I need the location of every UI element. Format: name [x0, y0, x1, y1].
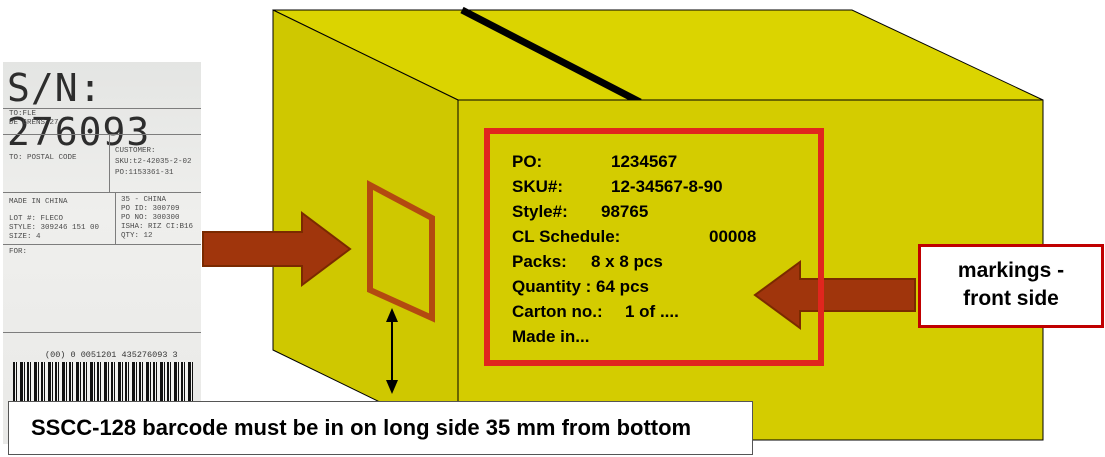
- front-markings-panel: PO: 1234567 SKU#: 12-34567-8-90 Style#: …: [484, 128, 824, 366]
- label-line: PO:1153361-31: [115, 169, 174, 177]
- label-line: PO ID: 300709: [121, 205, 180, 213]
- barcode-placement-note: SSCC-128 barcode must be in on long side…: [8, 401, 753, 455]
- label-divider: [3, 108, 201, 109]
- sku-row: SKU#: 12-34567-8-90: [512, 177, 723, 197]
- front-side-callout: markings - front side: [918, 244, 1104, 328]
- label-line: ISHA: RIZ CI:B16: [121, 223, 194, 231]
- measure-arrow-head-top: [386, 308, 398, 322]
- sku-label: SKU#:: [512, 177, 564, 196]
- schedule-value: 00008: [709, 227, 757, 246]
- packs-label: Packs:: [512, 252, 567, 271]
- schedule-row: CL Schedule: 00008: [512, 227, 756, 247]
- label-line: MADE IN CHINA: [9, 198, 68, 206]
- style-label: Style#:: [512, 202, 568, 221]
- made-in-row: Made in...: [512, 327, 590, 346]
- style-value: 98765: [601, 202, 649, 221]
- label-line: STYLE: 309246 151 00: [9, 224, 100, 232]
- label-line: TO:FLE: [9, 110, 37, 118]
- packs-value: 8 x 8 pcs: [591, 252, 663, 271]
- label-line: DE GRENS 27: [9, 119, 59, 127]
- label-line: FOR:: [9, 248, 28, 256]
- label-line: 35 - CHINA: [121, 196, 167, 204]
- label-divider: [3, 332, 201, 333]
- markings-arrow: [753, 260, 916, 330]
- side-label-outline: [367, 180, 435, 323]
- label-divider: [115, 192, 116, 244]
- label-divider: [109, 134, 110, 192]
- serial-number: S/N: 276093: [7, 66, 151, 154]
- po-row: PO: 1234567: [512, 152, 677, 172]
- po-value: 1234567: [611, 152, 678, 171]
- label-line: PO NO: 300300: [121, 214, 180, 222]
- label-line: SIZE: 4: [9, 233, 41, 241]
- label-line: QTY: 12: [121, 232, 153, 240]
- label-divider: [3, 192, 201, 193]
- label-line: SKU:t2-42035-2-02: [115, 158, 192, 166]
- label-line: CUSTOMER:: [115, 147, 156, 155]
- callout-line-1: markings -: [957, 259, 1065, 282]
- label-divider: [3, 244, 201, 245]
- carton-row: Carton no.: 1 of ....: [512, 302, 679, 322]
- label-line: TO: POSTAL CODE: [9, 154, 77, 162]
- callout-line-2: front side: [963, 287, 1059, 310]
- po-label: PO:: [512, 152, 543, 171]
- quantity-row: Quantity : 64 pcs: [512, 277, 649, 296]
- label-divider: [3, 134, 201, 135]
- barcode-number: (00) 0 0051201 435276093 3: [45, 350, 178, 360]
- measure-arrow-head-bottom: [386, 380, 398, 394]
- carton-value: 1 of ....: [625, 302, 679, 321]
- packs-row: Packs: 8 x 8 pcs: [512, 252, 663, 272]
- schedule-label: CL Schedule:: [512, 227, 621, 246]
- style-row: Style#: 98765: [512, 202, 648, 222]
- sku-value: 12-34567-8-90: [611, 177, 723, 196]
- shipping-label-photo: S/N: 276093 TO:FLE DE GRENS 27 TO: POSTA…: [3, 62, 201, 444]
- label-line: LOT #: FLECO: [9, 215, 64, 223]
- carton-label: Carton no.:: [512, 302, 603, 321]
- label-arrow: [202, 211, 352, 287]
- box-tape-line: [460, 6, 642, 106]
